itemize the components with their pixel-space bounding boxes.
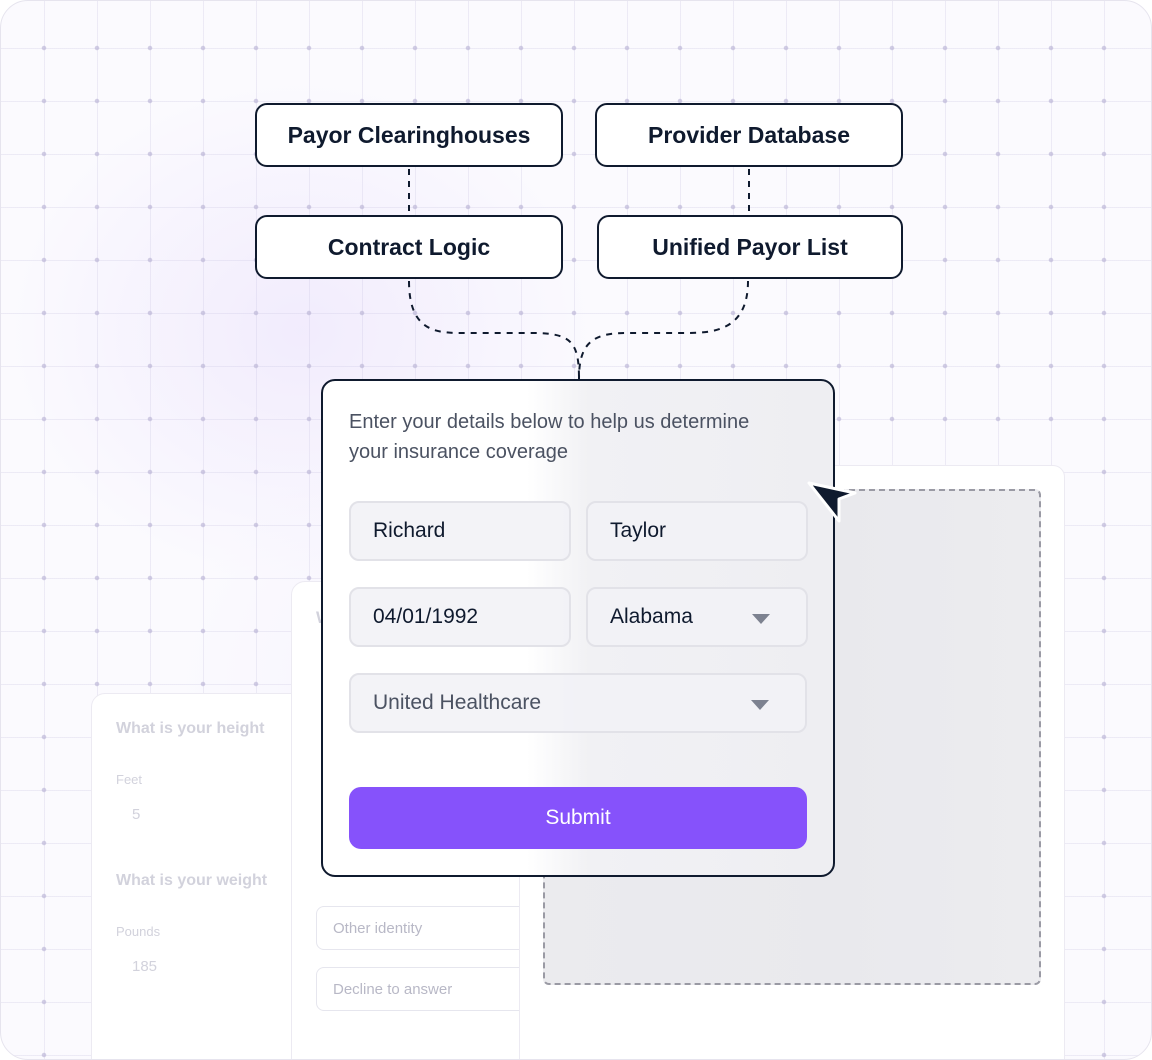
chevron-down-icon — [752, 614, 770, 624]
insurer-select[interactable]: United Healthcare — [349, 673, 807, 733]
node-unified-payor-list: Unified Payor List — [597, 215, 903, 279]
dob-field[interactable]: 04/01/1992 — [349, 587, 571, 647]
chevron-down-icon — [751, 700, 769, 710]
node-payor-clearinghouses: Payor Clearinghouses — [255, 103, 563, 167]
last-name-field[interactable]: Taylor — [586, 501, 808, 561]
pounds-label: Pounds — [116, 924, 161, 939]
state-select[interactable]: Alabama — [586, 587, 808, 647]
first-name-field[interactable]: Richard — [349, 501, 571, 561]
height-question: What is your height — [116, 720, 265, 737]
node-provider-database: Provider Database — [595, 103, 903, 167]
identity-option-other: Other identity — [316, 906, 556, 950]
insurer-select-value: United Healthcare — [373, 691, 542, 714]
coverage-form: Enter your details below to help us dete… — [321, 379, 835, 877]
feet-label: Feet — [116, 772, 143, 787]
state-select-value: Alabama — [610, 605, 693, 628]
connector-contract-form — [408, 280, 580, 380]
submit-button[interactable]: Submit — [349, 787, 807, 849]
form-intro-text: Enter your details below to help us dete… — [349, 411, 750, 463]
node-contract-logic: Contract Logic — [255, 215, 563, 279]
weight-question: What is your weight — [116, 872, 268, 889]
cursor-arrow-icon — [807, 481, 857, 523]
pounds-value: 185 — [132, 958, 158, 975]
identity-option-decline: Decline to answer — [316, 967, 556, 1011]
feet-value: 5 — [132, 806, 141, 823]
connector-unified-form — [578, 280, 749, 380]
